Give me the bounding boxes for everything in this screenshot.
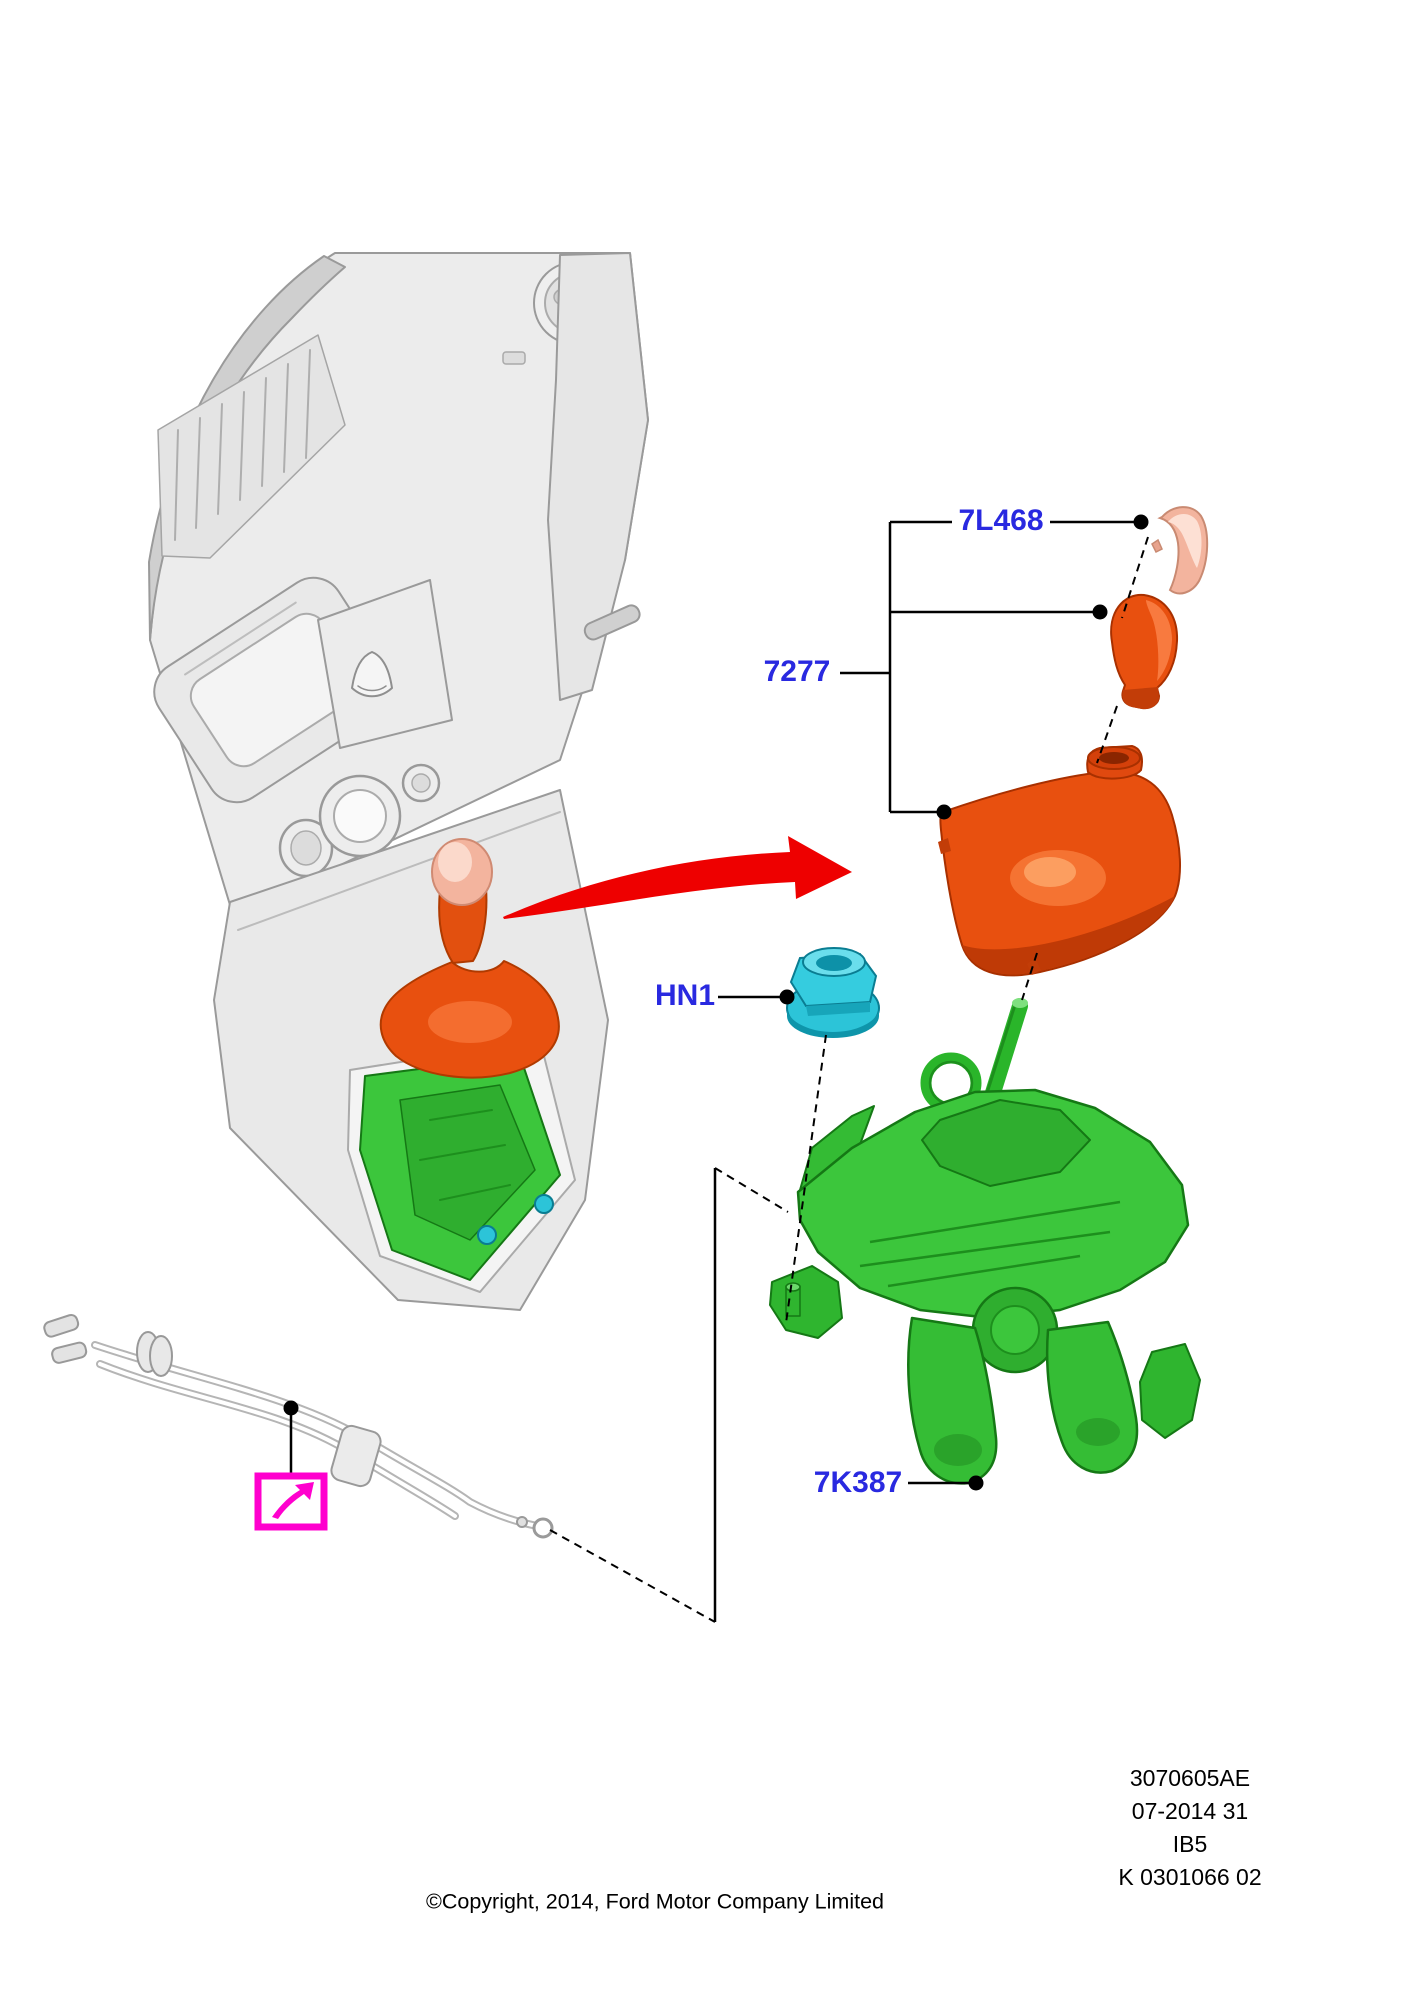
part-label-7277[interactable]: 7277 [763, 655, 831, 688]
copyright-notice: ©Copyright, 2014, Ford Motor Company Lim… [426, 1889, 884, 1914]
console-crest-detail [351, 651, 393, 698]
installed-shift-lever [379, 838, 560, 1079]
drawing-reference-block: 3070605AE 07-2014 31 IB5 K 0301066 02 [1118, 1762, 1261, 1894]
shift-boot-part [938, 744, 1181, 977]
vent-hatching [174, 349, 311, 541]
catalog-code: K 0301066 02 [1118, 1864, 1262, 1890]
direction-arrow-box [254, 1472, 328, 1531]
dashboard-illustration [148, 252, 649, 1311]
red-arrow [503, 836, 852, 919]
part-label-7L468[interactable]: 7L468 [958, 504, 1044, 537]
installed-shifter-mechanism [359, 1055, 561, 1281]
part-label-7K387[interactable]: 7K387 [813, 1466, 903, 1499]
gear-knob-cap-part [1151, 506, 1209, 595]
gear-knob-part [1110, 593, 1179, 710]
leader-lines [289, 520, 1149, 1623]
climate-dials [278, 763, 441, 878]
part-label-HN1[interactable]: HN1 [654, 979, 716, 1012]
leader-dots [283, 514, 1149, 1491]
magenta-direction-arrow-icon [272, 1482, 314, 1519]
cable-assembly-part [43, 1313, 554, 1539]
flange-nut-part [786, 947, 880, 1038]
drawing-date: 07-2014 31 [1131, 1798, 1249, 1824]
shifter-assembly-part [769, 998, 1201, 1485]
drawing-number: 3070605AE [1129, 1765, 1251, 1791]
platform-code: IB5 [1172, 1831, 1208, 1857]
glovebox-handle [583, 604, 641, 641]
